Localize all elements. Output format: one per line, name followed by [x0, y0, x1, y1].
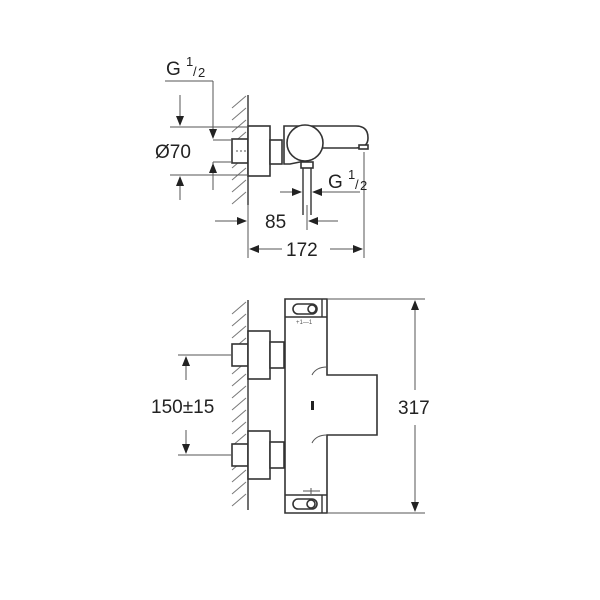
front-view: +1—1 150±15 317 [151, 298, 430, 514]
outlet-distance-label: 85 [265, 212, 286, 233]
control-knob [286, 124, 324, 162]
projection-label: 172 [286, 240, 318, 261]
height-label: 317 [398, 398, 430, 419]
side-view: G 1 / 2 Ø70 G 1 / 2 85 172 [155, 54, 369, 261]
outlet-thread-num: 1 [348, 167, 355, 182]
mixer-body-front [284, 298, 378, 514]
centers-label: 150±15 [151, 397, 214, 418]
outlet-thread-den: 2 [360, 178, 367, 193]
upper-wall-connector [231, 343, 249, 367]
inlet-thread-base: G [166, 59, 181, 80]
lower-wall-connector [231, 443, 249, 467]
svg-text:+1—1: +1—1 [296, 320, 313, 326]
fraction-slash: / [355, 177, 359, 192]
outlet-thread-base: G [328, 172, 343, 193]
fraction-slash: / [193, 64, 197, 79]
escutcheon [247, 125, 271, 177]
inlet-thread-den: 2 [198, 65, 205, 80]
diameter-label: Ø70 [155, 142, 191, 163]
inlet-thread-num: 1 [186, 54, 193, 69]
wall-hatch-bottom [231, 300, 249, 510]
